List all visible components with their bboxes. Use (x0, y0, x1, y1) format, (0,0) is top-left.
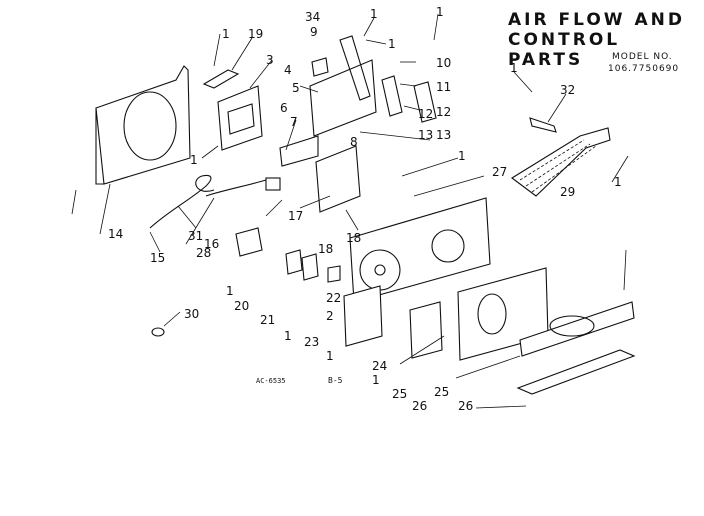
section-code: B-5 (328, 376, 343, 385)
part-label: 1 (326, 349, 334, 363)
air-deflector-part (511, 117, 611, 197)
model-number: 106.7750690 (608, 64, 680, 74)
part-label: 1 (436, 5, 444, 19)
part-label: 15 (150, 251, 165, 265)
part-label: 6 (280, 101, 288, 115)
part-label: 25 (434, 385, 449, 399)
part-label: 1 (226, 284, 234, 298)
part-label: 1 (222, 27, 230, 41)
power-cord-part (149, 174, 267, 229)
part-label: 24 (372, 359, 387, 373)
part-label: 2 (326, 309, 334, 323)
part-label: 1 (614, 175, 622, 189)
model-label: MODEL NO. (612, 52, 673, 62)
control-panel-part (279, 35, 377, 213)
part-label: 26 (458, 399, 473, 413)
part-label: 5 (292, 81, 300, 95)
part-label: 10 (436, 56, 451, 70)
part-label: 18 (318, 242, 333, 256)
part-label: 9 (310, 25, 318, 39)
small-components-part (151, 177, 341, 337)
part-label: 14 (108, 227, 123, 241)
part-label: 19 (248, 27, 263, 41)
part-label: 7 (290, 115, 298, 129)
title-line-2: CONTROL PARTS (508, 30, 621, 70)
part-label: 1 (372, 373, 380, 387)
part-label: 1 (190, 153, 198, 167)
part-label: 25 (392, 387, 407, 401)
part-label: 23 (304, 335, 319, 349)
part-label: 31 (188, 229, 203, 243)
partition-panel-part (343, 197, 491, 347)
part-number-labels: 34 1 1 9 1 1 10 19 3 4 5 11 12 12 13 13 … (108, 5, 622, 413)
part-label: 1 (388, 37, 396, 51)
part-label: 12 (418, 107, 433, 121)
part-label: 1 (370, 7, 378, 21)
leader-lines (71, 13, 629, 409)
part-label: 12 (436, 105, 451, 119)
fan-shroud-part (95, 65, 191, 185)
part-label: 22 (326, 291, 341, 305)
part-label: 21 (260, 313, 275, 327)
part-label: 8 (350, 135, 358, 149)
part-label: 28 (196, 246, 211, 260)
part-label: 11 (436, 80, 451, 94)
part-label: 34 (305, 10, 320, 24)
part-label: 17 (288, 209, 303, 223)
drawing-code: AC-6535 (256, 377, 286, 385)
part-label: 26 (412, 399, 427, 413)
part-label: 4 (284, 63, 292, 77)
lower-plates-part (409, 267, 549, 361)
part-label: 1 (284, 329, 292, 343)
part-label: 3 (266, 53, 274, 67)
title-line-1: AIR FLOW AND (508, 10, 685, 30)
part-label: 27 (492, 165, 507, 179)
part-label: 20 (234, 299, 249, 313)
mounting-bracket-part (202, 69, 263, 151)
part-label: 13 (436, 128, 451, 142)
part-label: 1 (458, 149, 466, 163)
part-label: 1 (510, 61, 518, 75)
part-label: 29 (560, 185, 575, 199)
drain-pan-part (516, 301, 636, 395)
part-label: 30 (184, 307, 199, 321)
part-label: 18 (346, 231, 361, 245)
part-label: 16 (204, 237, 219, 251)
part-label: 13 (418, 128, 433, 142)
part-label: 32 (560, 83, 575, 97)
